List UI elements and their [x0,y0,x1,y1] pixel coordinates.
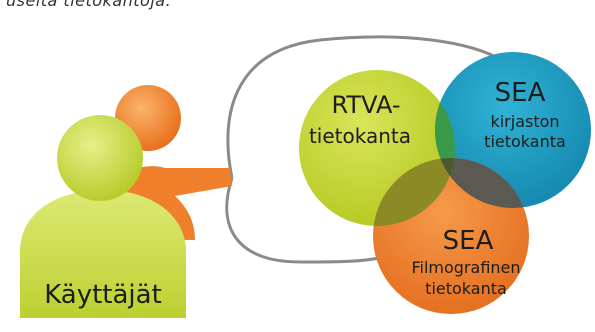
connector-loop-lower [225,177,389,264]
users-label: Käyttäjät [44,280,162,310]
rtva-label-line2: tietokanta [309,124,411,148]
sea-film-label-line2: Filmografinen [411,258,520,277]
overlap-blue-orange [435,158,529,208]
user-figure-green [20,115,186,318]
sea-film-label-line3: tietokanta [425,279,507,298]
connector-loop-upper [226,35,506,179]
rtva-label-line1: RTVA- [331,91,400,119]
sea-library-label-line3: tietokanta [484,132,566,151]
caption-text: useita tietokantoja. [6,0,172,10]
sea-library-label-line1: SEA [495,78,546,108]
sea-film-label-line1: SEA [443,226,494,256]
overlap-green-orange [373,158,455,226]
sea-library-label-line2: kirjaston [490,112,559,131]
